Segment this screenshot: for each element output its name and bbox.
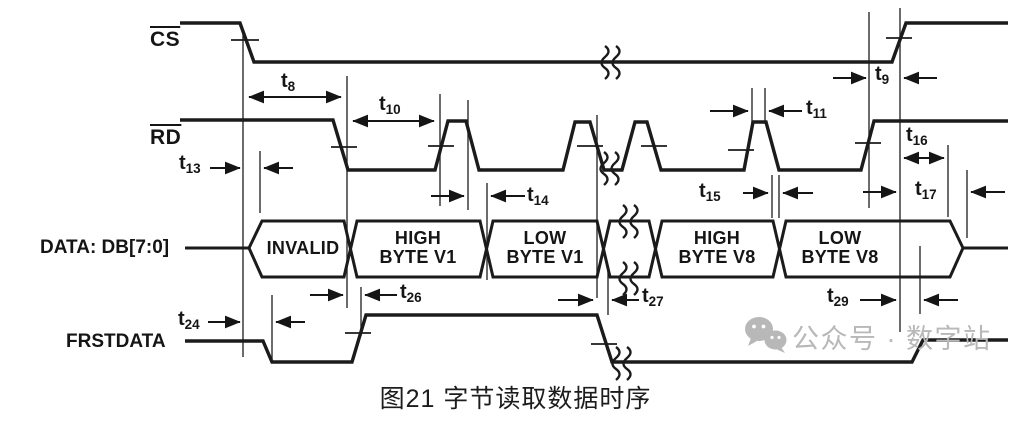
timing-label-t11: t11	[806, 97, 827, 121]
timing-label-t26: t26	[400, 281, 422, 305]
bus-value-invalid: INVALID	[266, 238, 340, 258]
timing-label-t8: t8	[281, 70, 296, 94]
frstdata-signal-label: FRSTDATA	[66, 331, 166, 352]
figure-caption: 图21 字节读取数据时序	[379, 385, 652, 413]
timing-label-t27: t27	[642, 285, 664, 309]
timing-label-t10: t10	[379, 93, 401, 117]
timing-label-t29: t29	[827, 285, 849, 309]
rd-waveform	[180, 118, 1008, 172]
timing-label-t24: t24	[178, 308, 200, 332]
cs-waveform	[180, 21, 1008, 64]
timing-label-t17: t17	[915, 178, 937, 202]
data-bus-waveform	[185, 219, 1008, 279]
timing-label-t16: t16	[906, 124, 928, 148]
timing-label-t9: t9	[875, 63, 890, 87]
data-bus-signal-label: DATA: DB[7:0]	[40, 237, 170, 258]
watermark-text: 公众号 · 数字站	[792, 324, 992, 354]
edge-ticks	[231, 37, 912, 345]
timing-label-t14: t14	[527, 184, 549, 208]
frstdata-waveform	[185, 313, 1008, 364]
break-marks	[599, 45, 639, 381]
dimension-arrows	[208, 71, 1005, 329]
cs-signal-label: CS	[150, 28, 181, 51]
timing-label-t13: t13	[179, 152, 201, 176]
rd-signal-label: RD	[150, 126, 182, 149]
wechat-icon	[745, 317, 787, 353]
timing-label-t15: t15	[699, 180, 721, 204]
